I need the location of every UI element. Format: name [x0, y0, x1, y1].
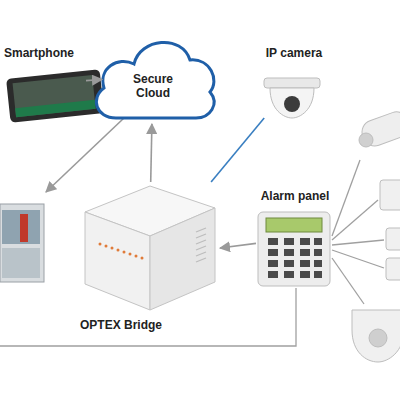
keypad-body: [258, 212, 330, 286]
monitor-illustration: [0, 204, 44, 282]
monitor-image: [2, 210, 40, 244]
connector-arrow: [86, 80, 102, 81]
alarm-panel-node: Alarm panel: [256, 189, 334, 288]
camera-dome: [270, 88, 314, 118]
cloud-node: Secure Cloud: [86, 28, 220, 124]
cloud-shape: [96, 42, 214, 118]
node-label: OPTEX Bridge: [80, 318, 162, 332]
device-front: [85, 212, 150, 310]
dome-camera-illustration: [264, 78, 320, 118]
smartphone-node: Smartphone: [2, 46, 102, 120]
phone-screen: [13, 75, 96, 117]
camera-lens: [284, 96, 300, 112]
phone-banner: [15, 100, 96, 117]
node-label: Secure Cloud: [123, 72, 183, 100]
sensor-illustrations: [352, 109, 400, 362]
cloud-to-monitor-arrow: [46, 118, 124, 192]
camera-mount: [264, 78, 320, 88]
device-vents: [196, 228, 206, 262]
connector-arrow: [211, 118, 264, 182]
detector-sensor: [386, 258, 400, 280]
alarm-keypad-illustration: [258, 212, 330, 286]
bullet-camera: [359, 109, 400, 150]
sensor-wires: [0, 160, 384, 346]
bridge-device-illustration: [85, 186, 215, 310]
node-label: Alarm panel: [261, 189, 330, 203]
smartphone-illustration: [6, 69, 104, 123]
node-label: Smartphone: [4, 46, 74, 60]
motion-sensor: [380, 180, 400, 210]
ptz-camera-lens: [369, 329, 387, 347]
monitor-frame: [0, 204, 44, 282]
keypad-display: [266, 218, 322, 232]
device-side: [150, 208, 215, 310]
bridge-node: OPTEX Bridge: [78, 182, 220, 332]
connector-arrow: [220, 243, 256, 248]
keypad-keys: [268, 238, 322, 278]
device-leds: [99, 243, 144, 260]
phone-body: [6, 69, 104, 123]
node-label: IP camera: [266, 46, 323, 60]
bullet-camera-lens: [359, 133, 373, 147]
monitor-image: [2, 248, 40, 278]
contact-sensor: [386, 228, 400, 250]
connector-arrow: [151, 124, 152, 182]
monitor-image-detail: [20, 214, 28, 242]
ip-camera-node: IP camera: [258, 46, 330, 118]
ptz-camera: [352, 310, 400, 362]
